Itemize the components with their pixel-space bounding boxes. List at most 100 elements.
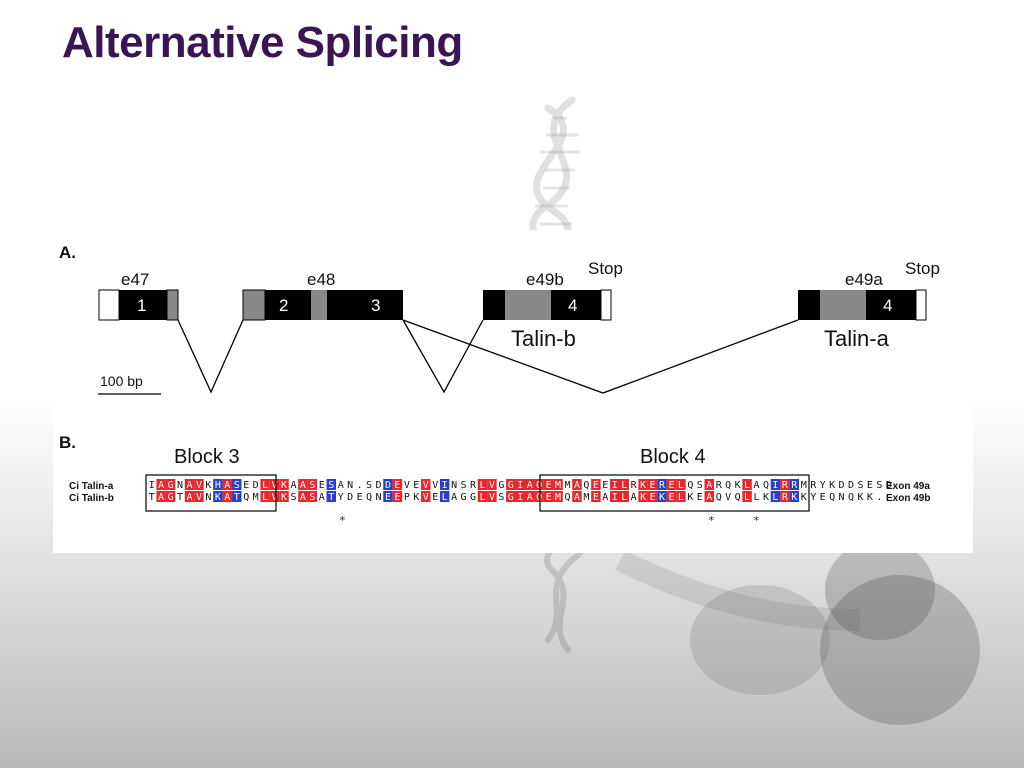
residue-letter: D bbox=[376, 480, 382, 491]
residue-letter: S bbox=[857, 480, 863, 491]
residue-letter: Q bbox=[725, 480, 731, 491]
residue-highlight bbox=[619, 491, 629, 502]
isoform-label-talin-b: Talin-b bbox=[511, 326, 576, 351]
residue-letter: D bbox=[848, 480, 854, 491]
residue-letter: A bbox=[527, 480, 533, 491]
residue-letter: E bbox=[650, 492, 656, 503]
residue-letter: S bbox=[328, 480, 334, 491]
sequence-name-talin-b: Ci Talin-b bbox=[69, 493, 114, 504]
residue-highlight bbox=[657, 491, 667, 502]
residue-letter: S bbox=[309, 492, 315, 503]
residue-letter: Q bbox=[763, 480, 769, 491]
residue-highlight bbox=[194, 491, 204, 502]
residue-highlight bbox=[780, 491, 790, 502]
residue-highlight bbox=[222, 491, 233, 502]
residue-letter: Q bbox=[735, 492, 741, 503]
panel-b-label: B. bbox=[59, 433, 76, 452]
residue-highlight bbox=[477, 491, 488, 502]
residue-letter: V bbox=[432, 480, 438, 491]
residue-highlight bbox=[279, 491, 289, 502]
residue-letter: A bbox=[527, 492, 533, 503]
residue-letter: Q bbox=[366, 492, 372, 503]
residue-highlight bbox=[392, 479, 403, 490]
residue-letter: T bbox=[234, 492, 240, 503]
residue-highlight bbox=[704, 491, 714, 502]
residue-letter: K bbox=[829, 480, 835, 491]
residue-highlight bbox=[156, 491, 166, 502]
residue-letter: E bbox=[820, 492, 826, 503]
exon-e49a-box bbox=[798, 289, 927, 321]
residue-letter: Q bbox=[829, 492, 835, 503]
residue-letter: D bbox=[347, 492, 353, 503]
exon-number-3: 3 bbox=[371, 296, 380, 315]
residue-highlight bbox=[326, 491, 336, 502]
residue-highlight bbox=[666, 491, 677, 502]
residue-letter: Q bbox=[536, 480, 542, 491]
residue-highlight bbox=[506, 491, 516, 502]
residue-highlight bbox=[534, 479, 544, 490]
residue-letter: V bbox=[404, 480, 410, 491]
residue-highlight bbox=[666, 479, 677, 490]
residue-letter: G bbox=[168, 492, 174, 503]
residue-letter: A bbox=[158, 492, 164, 503]
residue-letter: K bbox=[867, 492, 873, 503]
residue-highlight bbox=[213, 491, 223, 502]
residue-letter: Q bbox=[687, 480, 693, 491]
residue-letter: A bbox=[754, 480, 760, 491]
residue-letter: N bbox=[451, 480, 457, 491]
residue-letter: N bbox=[839, 492, 845, 503]
residue-letter: A bbox=[300, 480, 306, 491]
residue-letter: K bbox=[205, 480, 211, 491]
residue-letter: Q bbox=[848, 492, 854, 503]
residue-letter: N bbox=[177, 480, 183, 491]
residue-highlight bbox=[591, 491, 601, 502]
residue-highlight bbox=[515, 491, 525, 502]
residue-highlight bbox=[165, 479, 176, 490]
residue-letter: K bbox=[215, 492, 221, 503]
residue-highlight bbox=[610, 491, 620, 502]
residue-letter: I bbox=[612, 492, 618, 503]
figure-panel: A. e47 e48 e49b e49a Stop Stop bbox=[53, 230, 973, 553]
residue-letter: D bbox=[839, 480, 845, 491]
residue-letter: M bbox=[555, 492, 561, 503]
residue-highlight bbox=[383, 479, 393, 490]
residue-highlight bbox=[619, 479, 629, 490]
exon-number-4a: 4 bbox=[883, 296, 892, 315]
residue-letter: P bbox=[404, 492, 410, 503]
residue-highlight bbox=[213, 479, 223, 490]
residue-letter: S bbox=[366, 480, 372, 491]
residue-letter: M bbox=[801, 480, 807, 491]
residue-letter: K bbox=[801, 492, 807, 503]
residue-highlight bbox=[742, 479, 752, 490]
residue-highlight bbox=[184, 479, 195, 490]
residue-letter: Y bbox=[338, 492, 344, 503]
residue-letter: I bbox=[149, 480, 155, 491]
residue-highlight bbox=[657, 479, 667, 490]
residue-letter: E bbox=[546, 480, 552, 491]
residue-letter: R bbox=[716, 480, 723, 491]
residue-letter: Q bbox=[716, 492, 722, 503]
residue-letter: L bbox=[754, 492, 760, 503]
residue-letter: A bbox=[187, 492, 193, 503]
residue-highlight bbox=[298, 479, 308, 490]
residue-letter: K bbox=[659, 492, 665, 503]
residue-letter: K bbox=[735, 480, 741, 491]
residue-highlight bbox=[165, 491, 176, 502]
residue-letter: S bbox=[290, 492, 296, 503]
residue-letter: E bbox=[867, 480, 873, 491]
residue-letter: N bbox=[205, 492, 211, 503]
residue-letter: K bbox=[791, 492, 797, 503]
residue-letter: V bbox=[272, 480, 278, 491]
splice-junction-lines bbox=[177, 319, 799, 394]
residue-letter: R bbox=[782, 480, 789, 491]
residue-letter: Y bbox=[820, 480, 826, 491]
exon-label-e49b: e49b bbox=[526, 270, 564, 289]
residue-letter: V bbox=[725, 492, 731, 503]
residue-highlight bbox=[572, 491, 582, 502]
residue-letter: E bbox=[593, 492, 599, 503]
residue-letter: K bbox=[281, 480, 287, 491]
residue-letter: K bbox=[640, 492, 646, 503]
residue-letter: A bbox=[224, 492, 230, 503]
exon-e48-box bbox=[242, 289, 403, 321]
residue-letter: L bbox=[621, 480, 627, 491]
